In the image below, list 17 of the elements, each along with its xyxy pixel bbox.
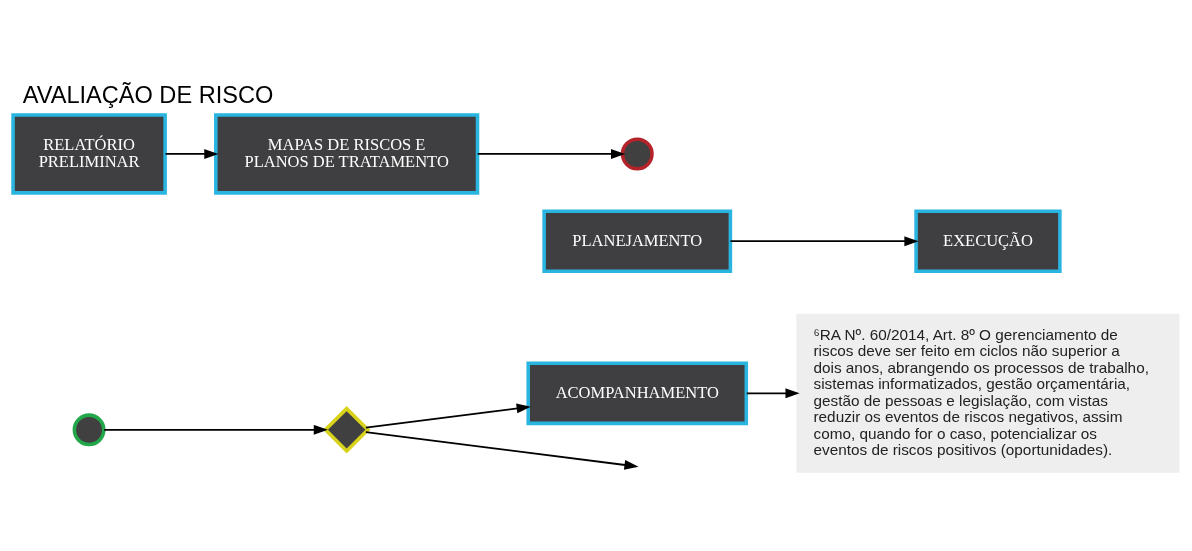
arrow <box>476 148 626 159</box>
node-box: ⁶RA Nº. 60/2014, Art. 8º O gerenciamento de riscos deve ser feito em ciclos não superior a dois anos, abrangendo os processos de trabalho, sistemas informatizados, gestão orçamentária, gestão de pessoas e legislação, com vistas reduzir os eventos de riscos negativos, assim como, quando for o caso, potencializar os eventos de riscos positivos (oportunidades). <box>796 313 1180 473</box>
node-box: PLANEJAMENTO <box>542 208 733 273</box>
node-circle <box>620 137 654 170</box>
arrow <box>365 403 531 428</box>
arrow <box>164 148 219 159</box>
arrow <box>365 430 639 470</box>
arrow <box>745 387 800 398</box>
node-box: MAPAS DE RISCOS E PLANOS DE TRATAMENTO <box>214 112 480 195</box>
node-box: ACOMPANHAMENTO <box>526 360 749 425</box>
arrow <box>729 235 919 246</box>
node-box: RELATÓRIO PRELIMINAR <box>11 112 167 195</box>
node-box: EXECUÇÃO <box>914 208 1062 273</box>
node-diamond <box>322 405 371 454</box>
node-circle <box>72 412 106 446</box>
diagram-title: AVALIAÇÃO DE RISCO <box>22 81 274 108</box>
arrow <box>103 424 328 435</box>
